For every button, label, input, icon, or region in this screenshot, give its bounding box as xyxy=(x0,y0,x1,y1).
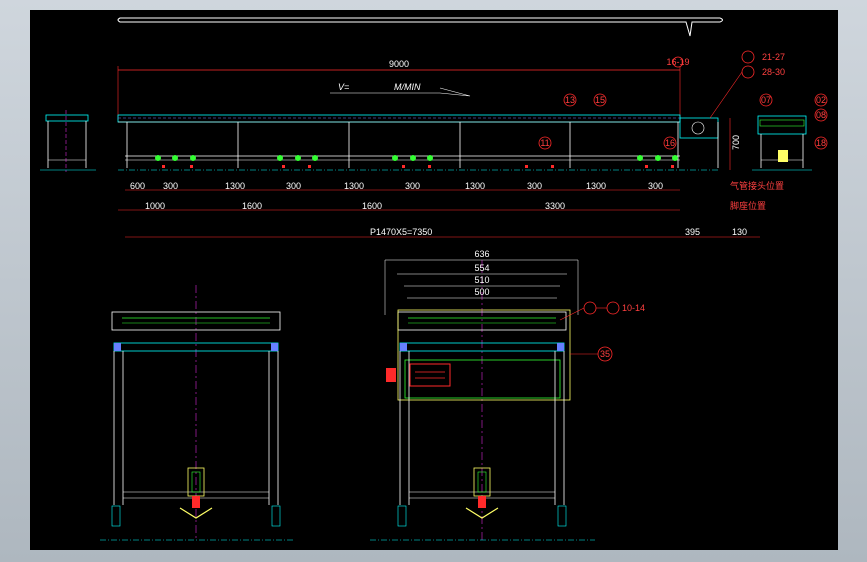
seg2-2: 1600 xyxy=(362,201,382,211)
seg1-7: 300 xyxy=(527,181,542,191)
pitch-total: P1470X5=7350 xyxy=(370,227,432,237)
callouts-top: 16-19 21-27 28-30 13 15 11 16 xyxy=(538,50,785,150)
seg2-0: 1000 xyxy=(145,201,165,211)
width-dim-1: 554 xyxy=(474,263,489,273)
callout-10-14: 10-14 xyxy=(622,303,645,313)
dim-overall-length: 9000 xyxy=(389,59,409,69)
callout-07: 07 xyxy=(761,95,771,105)
callout-16-19: 16-19 xyxy=(666,57,689,67)
drawing-canvas[interactable]: 9000 V= M/MIN xyxy=(30,10,838,550)
cad-drawing: 9000 V= M/MIN xyxy=(40,17,828,541)
callout-15: 15 xyxy=(595,95,605,105)
speed-label: V= xyxy=(338,82,349,92)
dim-height: 700 xyxy=(731,135,741,150)
left-small-end-view xyxy=(40,110,96,172)
row2-note: 脚座位置 xyxy=(730,200,766,211)
width-dim-3: 500 xyxy=(474,287,489,297)
dimension-row-3: P1470X5=7350 395 130 xyxy=(125,227,760,238)
seg1-6: 1300 xyxy=(465,181,485,191)
callout-21-27: 21-27 xyxy=(762,52,785,62)
seg1-3: 300 xyxy=(286,181,301,191)
speed-unit: M/MIN xyxy=(394,82,421,92)
callout-16: 16 xyxy=(665,138,675,148)
callout-11: 11 xyxy=(540,138,549,148)
right-small-end-view: 07 02 08 18 xyxy=(752,93,828,171)
dimension-row-1: 600 300 1300 300 1300 300 1300 300 1300 … xyxy=(125,180,784,191)
end-dim-2: 130 xyxy=(732,227,747,237)
large-end-view-right: 636 554 510 500 xyxy=(370,249,645,541)
callout-28-30: 28-30 xyxy=(762,67,785,77)
seg1-4: 1300 xyxy=(344,181,364,191)
callout-18: 18 xyxy=(816,138,826,148)
row1-note: 气管接头位置 xyxy=(730,180,784,191)
seg1-1: 300 xyxy=(163,181,178,191)
dimension-row-2: 1000 1600 1600 3300 脚座位置 xyxy=(118,200,766,211)
seg1-5: 300 xyxy=(405,181,420,191)
callout-13: 13 xyxy=(565,95,575,105)
seg1-9: 300 xyxy=(648,181,663,191)
end-dim-1: 395 xyxy=(685,227,700,237)
width-dim-2: 510 xyxy=(474,275,489,285)
seg2-1: 1600 xyxy=(242,201,262,211)
large-end-view-left xyxy=(100,285,295,541)
callout-35: 35 xyxy=(600,349,610,359)
seg1-0: 600 xyxy=(130,181,145,191)
side-elevation: 9000 V= M/MIN xyxy=(117,59,720,171)
callout-08: 08 xyxy=(816,110,826,120)
seg1-8: 1300 xyxy=(586,181,606,191)
height-dimension: 700 xyxy=(729,118,741,170)
width-dim-0: 636 xyxy=(474,249,489,259)
title-bar-shape xyxy=(117,17,723,37)
seg2-3: 3300 xyxy=(545,201,565,211)
callout-02: 02 xyxy=(816,95,826,105)
seg1-2: 1300 xyxy=(225,181,245,191)
